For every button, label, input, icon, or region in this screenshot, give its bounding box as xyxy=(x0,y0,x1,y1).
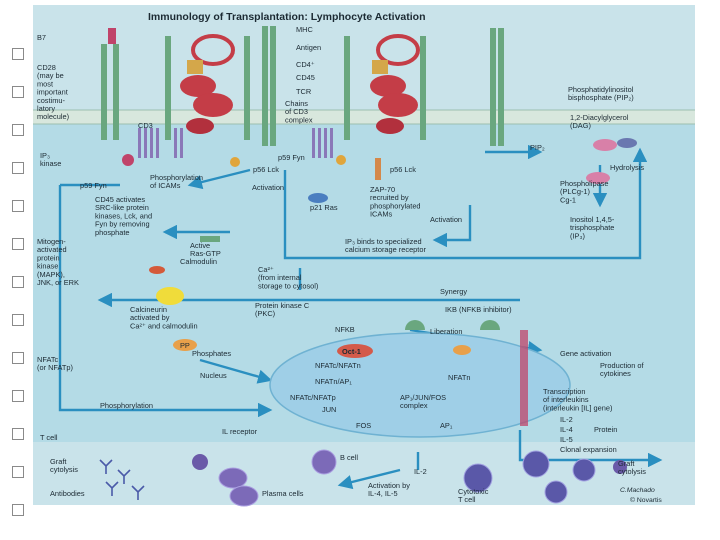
dna-strand-icon xyxy=(520,330,528,426)
label-signature: C.Machado xyxy=(620,487,655,494)
label-liberation: Liberation xyxy=(430,327,462,336)
label-p56lck-mid: p56 Lck xyxy=(253,165,279,174)
label-nfatc-nfatp: NFATc/NFATp xyxy=(290,393,336,402)
label-p59fyn-left: p59 Fyn xyxy=(80,181,107,190)
label-fos: FOS xyxy=(356,421,371,430)
label-synergy: Synergy xyxy=(440,287,467,296)
label-ikb: IKB (NFKB inhibitor) xyxy=(445,305,512,314)
label-il2-bottom: IL-2 xyxy=(414,467,427,476)
label-p59fyn-mid: p59 Fyn xyxy=(278,153,305,162)
bullet-square xyxy=(12,162,24,174)
label-il4: IL-4 xyxy=(560,425,573,434)
label-cd3: CD3 xyxy=(138,121,153,130)
label-nfkb: NFKB xyxy=(335,325,355,334)
label-hydrolysis: Hydrolysis xyxy=(610,163,644,172)
label-inositol: Inositol 1,4,5-trisphosphate(IP₃) xyxy=(570,215,615,240)
bullet-square xyxy=(12,124,24,136)
bullet-square xyxy=(12,276,24,288)
label-bcell: B cell xyxy=(340,453,358,462)
diagram-title: Immunology of Transplantation: Lymphocyt… xyxy=(148,11,426,23)
label-phosphates: Phosphates xyxy=(192,349,231,358)
antibody-icon xyxy=(99,459,145,500)
label-antigen: Antigen xyxy=(296,43,321,52)
label-nfatn-ap1: NFATn/AP₁ xyxy=(315,377,352,386)
label-clonal: Clonal expansion xyxy=(560,445,617,454)
bullet-square xyxy=(12,200,24,212)
label-p21ras: p21 Ras xyxy=(310,203,338,212)
label-oct1: Oct-1 xyxy=(342,347,361,356)
bullet-square xyxy=(12,428,24,440)
label-plasma: Plasma cells xyxy=(262,489,304,498)
label-calmodulin: Calmodulin xyxy=(180,257,217,266)
bullet-square xyxy=(12,48,24,60)
label-il2: IL-2 xyxy=(560,415,573,424)
label-jun: JUN xyxy=(322,405,336,414)
bullet-square xyxy=(12,352,24,364)
cell-icon xyxy=(192,449,627,507)
label-pp: PP xyxy=(180,341,190,350)
tcr-receptor-icon xyxy=(344,28,504,146)
label-cd45: CD45 xyxy=(296,73,315,82)
label-activation-2: Activation xyxy=(430,215,462,224)
label-p56lck-right: p56 Lck xyxy=(390,165,416,174)
label-antibodies: Antibodies xyxy=(50,489,85,498)
nucleus-icon xyxy=(269,332,571,438)
label-phospholipase: Phospholipase(PLCg-1)Cg-1 xyxy=(560,179,609,204)
bullet-square xyxy=(12,466,24,478)
cd28-receptor-icon xyxy=(101,28,119,140)
label-il-receptor: IL receptor xyxy=(222,427,258,436)
protein-blob-icon xyxy=(122,138,637,358)
label-protein: Protein xyxy=(594,425,617,434)
label-ap1: AP₁ xyxy=(440,421,453,430)
bullet-square xyxy=(12,390,24,402)
label-copyright: © Novartis xyxy=(630,496,662,504)
label-tcell: T cell xyxy=(40,433,58,442)
label-gene-activation: Gene activation xyxy=(560,349,611,358)
label-activation-1: Activation xyxy=(252,183,284,192)
tcr-receptor-icon xyxy=(165,26,276,146)
bullet-square xyxy=(12,238,24,250)
label-b7: B7 xyxy=(37,33,46,42)
label-mhc: MHC xyxy=(296,25,313,34)
label-phosphorylation: Phosphorylation xyxy=(100,401,153,410)
label-nfatn: NFATn xyxy=(448,373,470,382)
label-tcr: TCR xyxy=(296,87,311,96)
bullet-square xyxy=(12,314,24,326)
label-il5: IL-5 xyxy=(560,435,573,444)
cd3-chain-icon xyxy=(138,128,333,158)
label-nfatc-nfatn: NFATc/NFATn xyxy=(315,361,361,370)
label-nucleus: Nucleus xyxy=(200,371,227,380)
bullet-square xyxy=(12,86,24,98)
bullet-square xyxy=(12,504,24,516)
label-pip2-short: PIP₂ xyxy=(530,143,545,152)
label-dag: 1,2-Diacylglycerol(DAG) xyxy=(570,113,629,130)
label-cd4: CD4⁺ xyxy=(296,60,315,69)
label-pkc: Protein kinase C(PKC) xyxy=(255,301,310,318)
label-nfatc: NFATc(or NFATp) xyxy=(37,355,73,372)
